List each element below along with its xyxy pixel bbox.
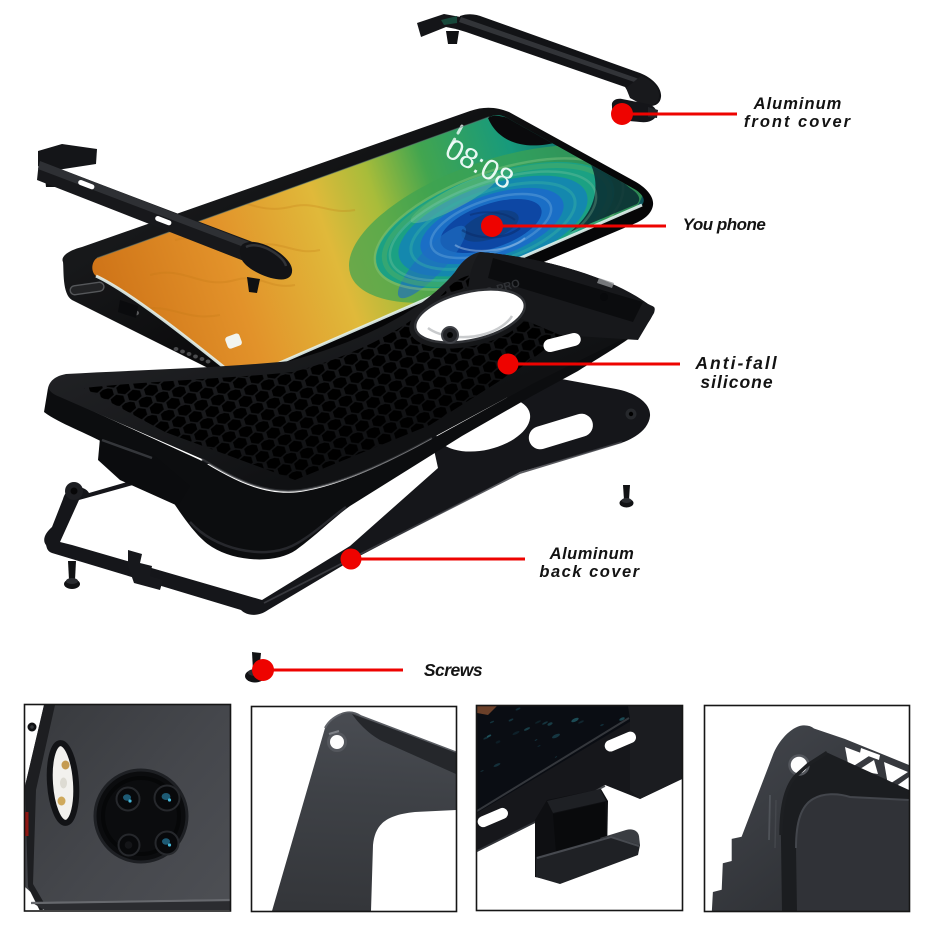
svg-text:back cover: back cover xyxy=(539,563,640,581)
svg-text:You phone: You phone xyxy=(683,215,766,234)
svg-text:Screws: Screws xyxy=(424,660,483,680)
svg-text:Anti-fall: Anti-fall xyxy=(694,353,778,373)
svg-text:Aluminum: Aluminum xyxy=(753,95,843,113)
svg-text:silicone: silicone xyxy=(700,372,773,392)
svg-text:Aluminum: Aluminum xyxy=(549,545,635,563)
svg-text:front cover: front cover xyxy=(744,113,852,131)
